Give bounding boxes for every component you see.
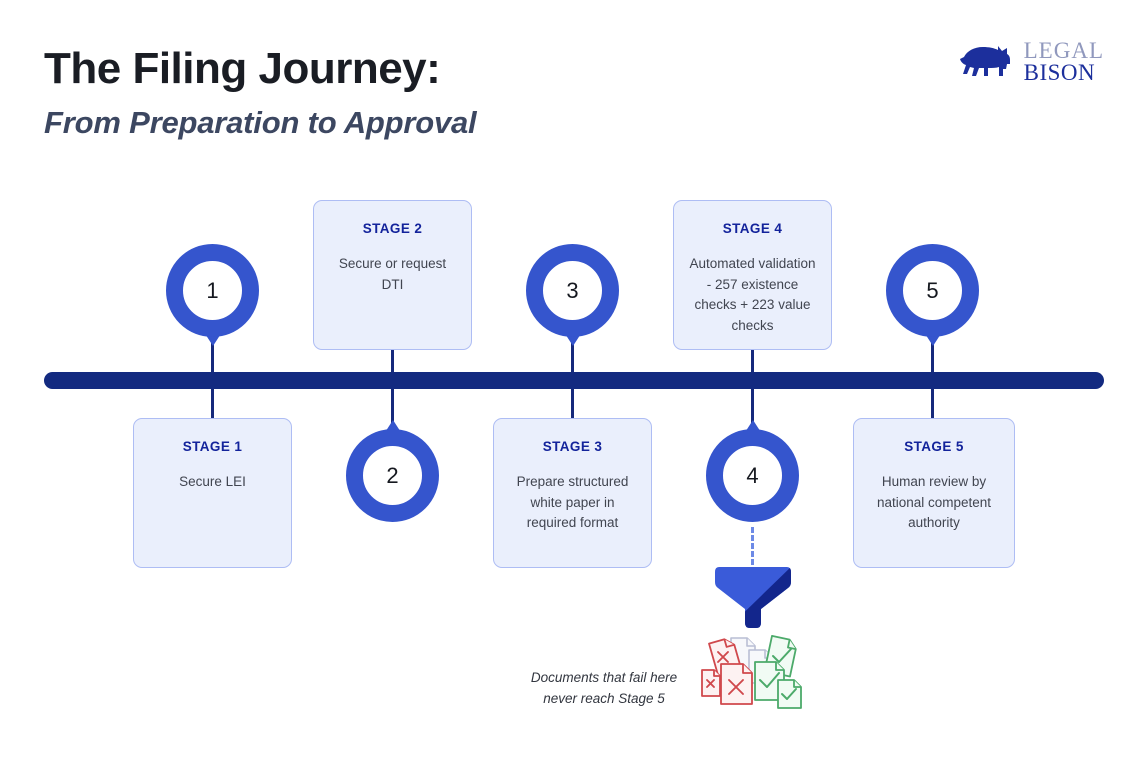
stage-card-3[interactable]: STAGE 3 Prepare structured white paper i… xyxy=(493,418,652,568)
logo-word-legal: LEGAL xyxy=(1023,38,1104,63)
logo-word-bison: BISON xyxy=(1023,59,1096,85)
stage-card-title: STAGE 5 xyxy=(904,439,964,454)
stage-card-title: STAGE 3 xyxy=(542,439,603,454)
funnel-icon xyxy=(715,567,791,628)
stage-marker-5[interactable]: 5 xyxy=(886,244,979,346)
page-title: The Filing Journey: xyxy=(44,44,441,93)
reject-marks xyxy=(706,651,744,695)
brand-logo: LEGAL BISON xyxy=(957,38,1104,85)
funnel-dashed-link xyxy=(751,527,757,565)
stage-number: 4 xyxy=(746,462,759,488)
stage-marker-4[interactable]: 4 xyxy=(706,420,799,522)
stage-card-2[interactable]: STAGE 2 Secure or request DTI xyxy=(313,200,472,350)
connector-stage-4 xyxy=(751,347,754,435)
funnel-caption-line-2: never reach Stage 5 xyxy=(543,690,665,706)
stage-card-body: Secure or request DTI xyxy=(338,256,447,292)
stage-card-body: Secure LEI xyxy=(179,474,246,489)
stage-card-body: Automated validation - 257 existence che… xyxy=(689,256,816,333)
stage-card-body: Prepare structured white paper in requir… xyxy=(516,474,629,531)
stage-marker-1[interactable]: 1 xyxy=(166,244,259,346)
stage-card-title: STAGE 1 xyxy=(182,439,243,454)
header: The Filing Journey: From Preparation to … xyxy=(44,44,744,141)
bison-icon xyxy=(959,45,1010,76)
stage-card-4[interactable]: STAGE 4 Automated validation - 257 exist… xyxy=(673,200,832,350)
funnel-caption: Documents that fail here never reach Sta… xyxy=(503,668,705,710)
funnel-caption-line-1: Documents that fail here xyxy=(530,670,678,685)
logo-wordmark: LEGAL BISON xyxy=(1023,38,1104,85)
stage-card-title: STAGE 4 xyxy=(722,221,783,236)
connector-stage-2 xyxy=(391,347,394,435)
stage-number: 1 xyxy=(206,277,219,303)
page-subtitle: From Preparation to Approval xyxy=(44,105,477,141)
document-outcome-cluster xyxy=(701,634,802,709)
stage-number: 3 xyxy=(566,277,579,303)
stage-card-5[interactable]: STAGE 5 Human review by national compete… xyxy=(853,418,1015,568)
stage-card-1[interactable]: STAGE 1 Secure LEI xyxy=(133,418,292,568)
stage-marker-3[interactable]: 3 xyxy=(526,244,619,346)
stage-card-body: Human review by national competent autho… xyxy=(876,474,992,531)
stage-card-title: STAGE 2 xyxy=(362,221,423,236)
stage-marker-2[interactable]: 2 xyxy=(346,420,439,522)
approve-marks xyxy=(759,648,797,700)
stage-number: 2 xyxy=(386,462,399,488)
document-approve-icon xyxy=(754,634,802,709)
stage-number: 5 xyxy=(926,277,939,303)
timeline-axis xyxy=(44,372,1104,389)
